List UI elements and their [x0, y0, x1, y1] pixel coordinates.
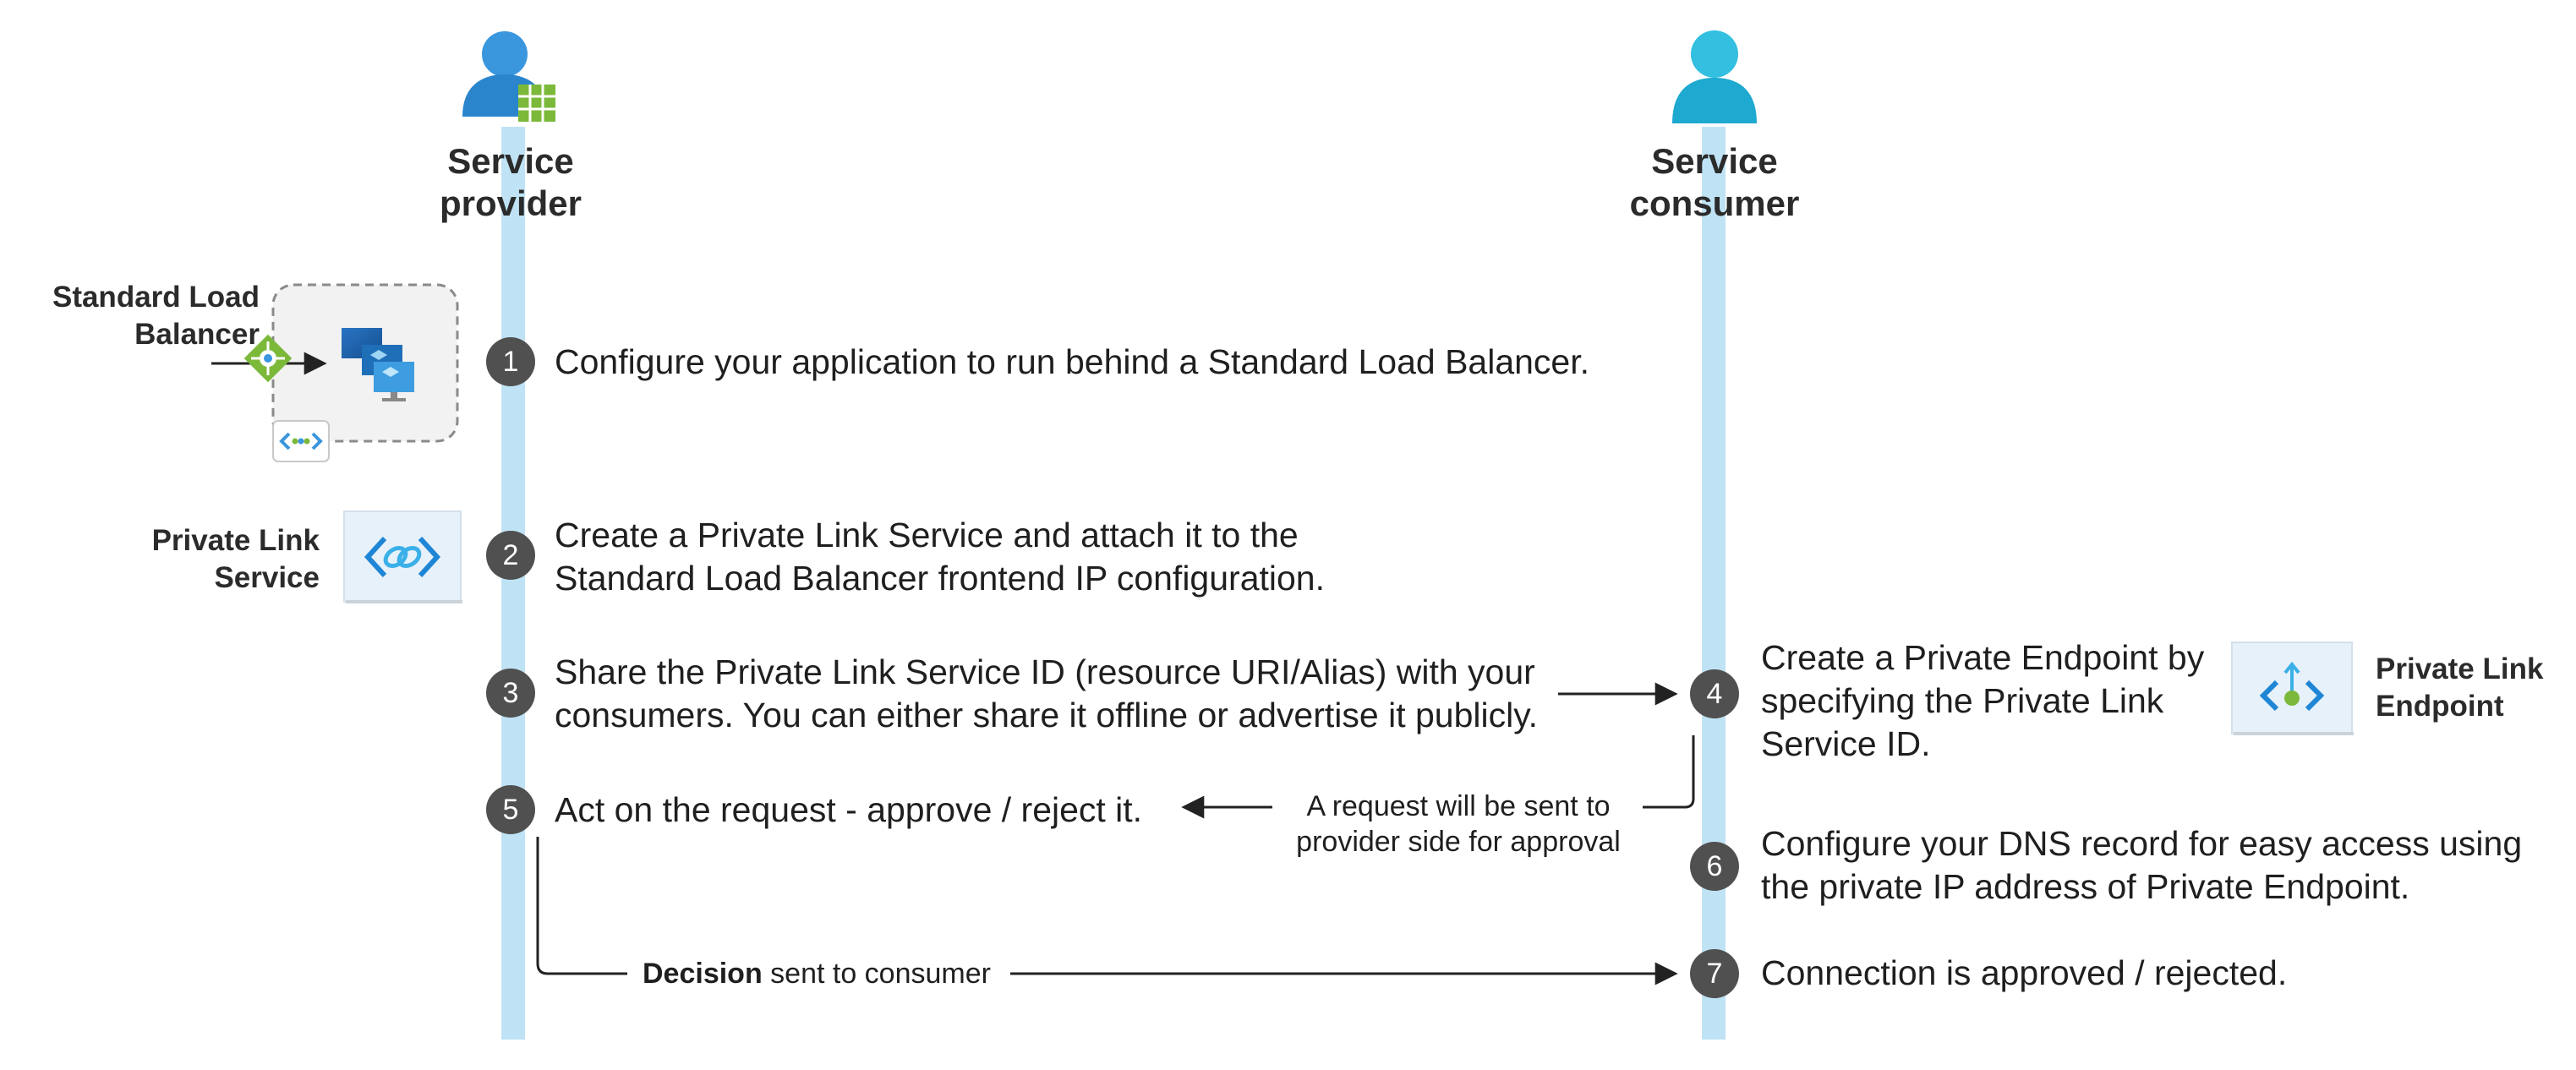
- step-number-2: 2: [486, 531, 535, 580]
- step-line: the private IP address of Private Endpoi…: [1761, 867, 2410, 906]
- step-line: Configure your application to run behind…: [555, 342, 1590, 381]
- service-consumer-icon: [1672, 30, 1757, 123]
- step-line: Service ID.: [1761, 724, 1931, 763]
- service-provider-label: Service provider: [418, 140, 604, 225]
- step-3-text: Share the Private Link Service ID (resou…: [555, 651, 1538, 737]
- step-line: Act on the request - approve / reject it…: [555, 790, 1143, 829]
- arrow-request-to-provider: [1643, 735, 1695, 809]
- label-line: Service: [214, 561, 320, 594]
- request-annotation: A request will be sent to provider side …: [1277, 789, 1640, 860]
- step-number-1: 1: [486, 337, 535, 386]
- step-line: Share the Private Link Service ID (resou…: [555, 652, 1535, 691]
- step-6-text: Configure your DNS record for easy acces…: [1761, 822, 2522, 909]
- virtual-network-icon: [272, 420, 330, 462]
- actor-label-line: Service: [447, 141, 574, 181]
- step-line: specifying the Private Link: [1761, 681, 2164, 720]
- step-5-text: Act on the request - approve / reject it…: [555, 789, 1142, 832]
- private-link-service-label: Private Link Service: [152, 522, 320, 597]
- service-provider-icon: [462, 31, 555, 122]
- annotation-line: A request will be sent to: [1306, 790, 1611, 822]
- decision-rest: sent to consumer: [762, 958, 991, 990]
- step-4-text: Create a Private Endpoint by specifying …: [1761, 636, 2204, 766]
- step-line: Configure your DNS record for easy acces…: [1761, 824, 2523, 863]
- actor-label-line: Service: [1651, 141, 1778, 181]
- virtual-machines-icon: [342, 328, 414, 401]
- private-link-endpoint-label: Private Link Endpoint: [2376, 651, 2543, 725]
- provider-lifeline: [501, 127, 525, 1040]
- step-line: consumers. You can either share it offli…: [555, 696, 1539, 734]
- private-link-service-icon: [343, 510, 462, 603]
- decision-annotation: Decision sent to consumer: [643, 956, 991, 991]
- step-number-5: 5: [486, 785, 535, 834]
- step-number-4: 4: [1690, 669, 1739, 718]
- label-line: Private Link: [151, 524, 320, 557]
- consumer-lifeline: [1702, 127, 1726, 1040]
- step-number-6: 6: [1690, 842, 1739, 891]
- step-number-3: 3: [486, 669, 535, 718]
- step-1-text: Configure your application to run behind…: [555, 341, 1589, 384]
- step-number-7: 7: [1690, 949, 1739, 998]
- step-line: Create a Private Endpoint by: [1761, 638, 2205, 677]
- step-line: Create a Private Link Service and attach…: [555, 516, 1299, 554]
- step-line: Connection is approved / rejected.: [1761, 953, 2288, 992]
- annotation-line: provider side for approval: [1296, 826, 1621, 858]
- decision-bold: Decision: [643, 958, 763, 990]
- actor-label-line: provider: [439, 183, 582, 223]
- arrow-decision-start: [536, 837, 627, 975]
- label-line: Standard Load: [52, 281, 260, 314]
- load-balancer-label: Standard Load Balancer: [52, 279, 260, 353]
- step-line: Standard Load Balancer frontend IP confi…: [555, 559, 1325, 598]
- label-line: Balancer: [134, 318, 260, 351]
- step-7-text: Connection is approved / rejected.: [1761, 952, 2287, 995]
- label-line: Endpoint: [2376, 690, 2504, 723]
- actor-label-line: consumer: [1629, 183, 1800, 223]
- step-2-text: Create a Private Link Service and attach…: [555, 514, 1325, 600]
- service-consumer-label: Service consumer: [1622, 140, 1808, 225]
- label-line: Private Link: [2376, 652, 2544, 685]
- private-link-endpoint-icon: [2231, 641, 2354, 735]
